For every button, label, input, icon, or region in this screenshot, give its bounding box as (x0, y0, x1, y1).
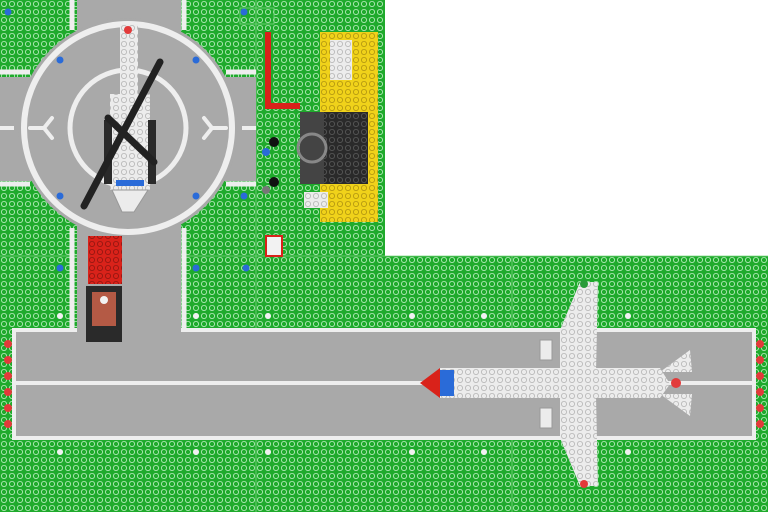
blue-light (192, 192, 200, 200)
blue-light (4, 8, 12, 16)
taxi-light (193, 449, 199, 455)
runway-light-red (756, 388, 764, 396)
taxi-light (57, 313, 63, 319)
arrow-marking-right (202, 116, 228, 140)
blue-light (56, 56, 64, 64)
runway-light-red (756, 372, 764, 380)
taxi-light (57, 449, 63, 455)
hangar-building-icon (239, 7, 378, 222)
blue-lights (4, 8, 250, 272)
blue-light (192, 56, 200, 64)
runway-light-red (4, 420, 12, 428)
runway-light-red (4, 388, 12, 396)
runway-light-red (756, 420, 764, 428)
taxi-light (409, 449, 415, 455)
barrier-icon (265, 235, 283, 257)
blue-light (242, 264, 250, 272)
runway-light-red (4, 340, 12, 348)
arrow-marking-left (28, 116, 54, 140)
taxi-light (265, 449, 271, 455)
blue-light (192, 264, 200, 272)
runway-lights (4, 313, 764, 455)
taxi-light (409, 313, 415, 319)
blue-light (56, 192, 64, 200)
blue-light (240, 8, 248, 16)
taxi-light (481, 313, 487, 319)
taxi-light (625, 449, 631, 455)
runway-light-red (756, 356, 764, 364)
blue-light (56, 264, 64, 272)
red-fence (265, 32, 300, 109)
taxi-light (265, 313, 271, 319)
fuel-truck-icon (86, 236, 122, 342)
runway-light-red (756, 340, 764, 348)
taxi-light (481, 449, 487, 455)
runway-light-red (4, 356, 12, 364)
taxi-light (193, 313, 199, 319)
taxi-light (625, 313, 631, 319)
blue-light (240, 192, 248, 200)
runway-light-red (4, 372, 12, 380)
helicopter-icon (80, 24, 164, 213)
runway-light-red (756, 404, 764, 412)
runway-light-red (4, 404, 12, 412)
airplane-icon (420, 280, 692, 488)
minifigure-icon (262, 137, 279, 194)
